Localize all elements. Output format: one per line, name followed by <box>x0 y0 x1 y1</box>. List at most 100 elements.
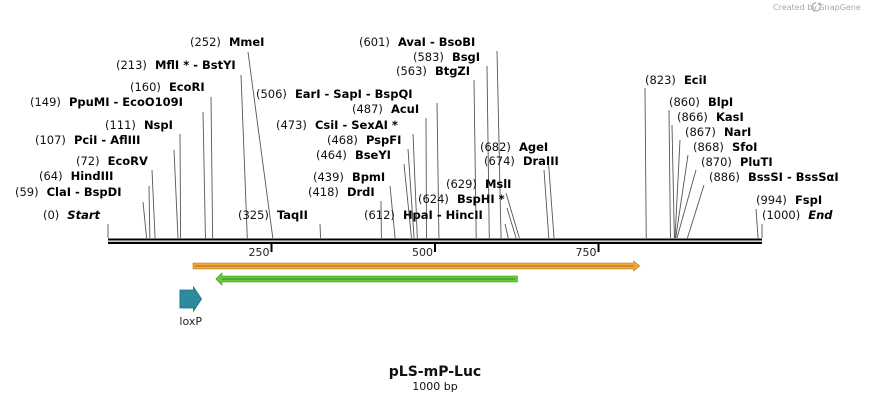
leader-line <box>547 155 555 239</box>
site-pspfi: (468)PspFI <box>327 133 401 147</box>
leader-line <box>148 185 151 239</box>
enzyme-name: HpaI <box>403 208 433 222</box>
enzyme-name: HincII <box>446 208 483 222</box>
enzyme-name: BlpI <box>708 95 733 109</box>
site-hindiii: (64)HindIII <box>39 169 113 183</box>
site-btgzi: (563)BtgZI <box>396 64 470 78</box>
site-label-pcii: (107)PciI-AflIII <box>35 133 140 147</box>
site-position: (59) <box>15 185 39 199</box>
enzyme-name: SfoI <box>732 140 757 154</box>
site-label-drdi: (418)DrdI <box>308 185 375 199</box>
site-position: (111) <box>105 118 136 132</box>
site-label-ppumi: (149)PpuMI-EcoO109I <box>30 95 183 109</box>
site-end: (1000)End <box>762 208 833 222</box>
leader-line <box>504 223 509 239</box>
site-label-sfoi: (868) SfoI <box>693 140 757 154</box>
site-label-bsssi: (886)BssSI-BssSαI <box>709 170 839 184</box>
tick-label-250: 250 <box>249 246 270 259</box>
leader-line <box>674 139 681 239</box>
sequence-backbone <box>108 238 762 244</box>
map-length: 1000 bp <box>412 380 457 393</box>
feature-orange-arrow <box>192 260 641 272</box>
separator: - <box>114 95 119 109</box>
site-start: (0)Start <box>43 208 101 222</box>
site-label-draiii: (674) DraIII <box>484 154 559 168</box>
site-position: (994) <box>756 193 787 207</box>
leader-line <box>436 102 440 239</box>
separator: - <box>325 87 330 101</box>
site-acui: (487)AcuI <box>352 102 419 116</box>
site-position: (439) <box>313 170 344 184</box>
enzyme-name: MflI * <box>155 58 189 72</box>
site-position: (823) <box>645 73 676 87</box>
site-position: (252) <box>190 35 221 49</box>
site-position: (624) <box>418 192 449 206</box>
site-pluti: (870)PluTI <box>701 155 773 169</box>
separator: - <box>101 133 106 147</box>
site-position: (473) <box>276 118 307 132</box>
site-leader-lines <box>107 50 763 239</box>
site-bsphi: (624) BspHI * <box>418 192 505 206</box>
site-label-btgzi: (563)BtgZI <box>396 64 470 78</box>
enzyme-name: BstYI <box>202 58 236 72</box>
leader-line <box>151 169 156 239</box>
site-label-fspi: (994)FspI <box>756 193 822 207</box>
enzyme-name: NspI <box>144 118 173 132</box>
site-label-nari: (867)NarI <box>685 125 751 139</box>
enzyme-name: BtgZI <box>435 64 470 78</box>
map-title-block: pLS-mP-Luc 1000 bp <box>389 364 481 393</box>
enzyme-name: PpuMI <box>69 95 110 109</box>
enzyme-name: HindIII <box>71 169 114 183</box>
enzyme-name: MslI <box>485 177 512 191</box>
site-pcii: (107)PciI-AflIII <box>35 133 140 147</box>
site-avai: (601)AvaI-BsoBI <box>359 35 475 49</box>
leader-line <box>644 87 647 239</box>
leader-line <box>486 65 490 239</box>
leader-line <box>179 133 182 239</box>
site-label-acui: (487)AcuI <box>352 102 419 116</box>
site-position: (72) <box>76 154 100 168</box>
leader-line <box>496 50 502 239</box>
enzyme-name: BspQI <box>375 87 413 101</box>
enzyme-name: BsoBI <box>439 35 476 49</box>
site-mfli: (213)MflI *-BstYI <box>116 58 236 72</box>
site-position: (870) <box>701 155 732 169</box>
site-taqii: (325)TaqII <box>238 208 308 222</box>
site-nspi: (111) NspI <box>105 118 173 132</box>
separator: - <box>342 118 347 132</box>
leader-line <box>506 207 517 239</box>
site-label-clai: (59)ClaI-BspDI <box>15 185 121 199</box>
site-ecorv: (72)EcoRV <box>76 154 148 168</box>
feature-track: loxP <box>179 260 641 328</box>
separator: - <box>366 87 371 101</box>
enzyme-name: ClaI <box>47 185 71 199</box>
site-sfoi: (868) SfoI <box>693 140 757 154</box>
enzyme-name: BssSI <box>748 170 783 184</box>
enzyme-name: SexAI * <box>351 118 398 132</box>
site-msli: (629)MslI <box>446 177 511 191</box>
enzyme-name: PciI <box>74 133 97 147</box>
leader-line <box>668 109 671 239</box>
site-hpai: (612)HpaI-HincII <box>364 208 483 222</box>
leader-line <box>403 163 412 239</box>
enzyme-name: DraIII <box>523 154 559 168</box>
site-label-eari: (506)EarI-SapI-BspQI <box>256 87 413 101</box>
enzyme-name: MmeI <box>229 35 265 49</box>
leader-line <box>142 201 148 239</box>
site-label-ecori: (160)EcoRI <box>130 80 205 94</box>
enzyme-name: NarI <box>724 125 751 139</box>
site-label-nspi: (111) NspI <box>105 118 173 132</box>
site-position: (674) <box>484 154 515 168</box>
enzyme-name: BspHI * <box>457 192 505 206</box>
map-title: pLS-mP-Luc <box>389 364 481 380</box>
leader-line <box>675 154 689 239</box>
site-position: (868) <box>693 140 724 154</box>
site-mmei: (252) MmeI <box>190 35 264 49</box>
site-label-start: (0)Start <box>43 208 101 222</box>
leader-line <box>671 124 675 239</box>
site-label-hindiii: (64)HindIII <box>39 169 113 183</box>
site-label-ecii: (823)EciI <box>645 73 707 87</box>
site-position: (866) <box>677 110 708 124</box>
credit-text: Created by SnapGene <box>773 3 861 12</box>
enzyme-name: BsgI <box>452 50 480 64</box>
